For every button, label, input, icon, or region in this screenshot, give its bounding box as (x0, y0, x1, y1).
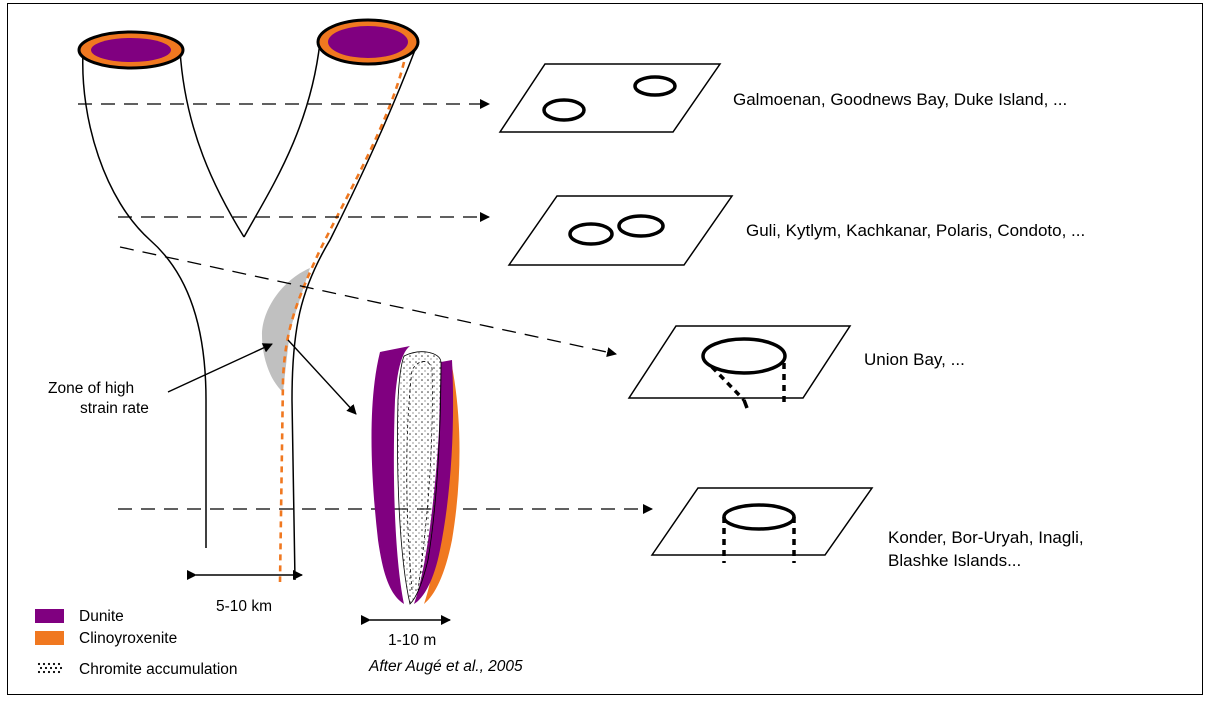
localities-row3: Union Bay, ... (864, 349, 965, 370)
map-plane-4 (652, 488, 872, 563)
left-opening-dunite (91, 38, 171, 62)
conduit-right-inner (244, 42, 320, 237)
map-plane-1 (500, 64, 720, 132)
localities-row1: Galmoenan, Goodnews Bay, Duke Island, ..… (733, 89, 1067, 110)
zone-label-line1: Zone of high (48, 378, 134, 399)
zone-label-line2: strain rate (80, 398, 149, 419)
right-opening-dunite (328, 26, 408, 58)
arrow-row3 (120, 247, 616, 354)
legend-chromite-swatch (38, 663, 62, 673)
legend-clinopyroxenite-label: Clinoyroxenite (79, 628, 177, 649)
legend-dunite-swatch (35, 609, 64, 623)
detail-section (372, 346, 460, 604)
localities-row4-line2: Blashke Islands... (888, 550, 1021, 571)
citation: After Augé et al., 2005 (369, 656, 523, 677)
conduit-left-outer (83, 52, 206, 548)
legend-dunite-label: Dunite (79, 606, 124, 627)
legend-chromite-label: Chromite accumulation (79, 659, 238, 680)
map-plane-2 (509, 196, 732, 265)
legend-clinopyroxenite-swatch (35, 631, 64, 645)
localities-row2: Guli, Kytlym, Kachkanar, Polaris, Condot… (746, 220, 1085, 241)
localities-row4-line1: Konder, Bor-Uryah, Inagli, (888, 527, 1084, 548)
scale-label-conduit: 5-10 km (216, 596, 272, 617)
conduit-left-inner (180, 50, 244, 237)
detail-pointer (288, 340, 356, 414)
map-plane-3 (629, 326, 850, 408)
scale-label-detail: 1-10 m (388, 630, 436, 651)
zone-pointer (168, 344, 272, 392)
conduit-right-outer (292, 50, 415, 580)
